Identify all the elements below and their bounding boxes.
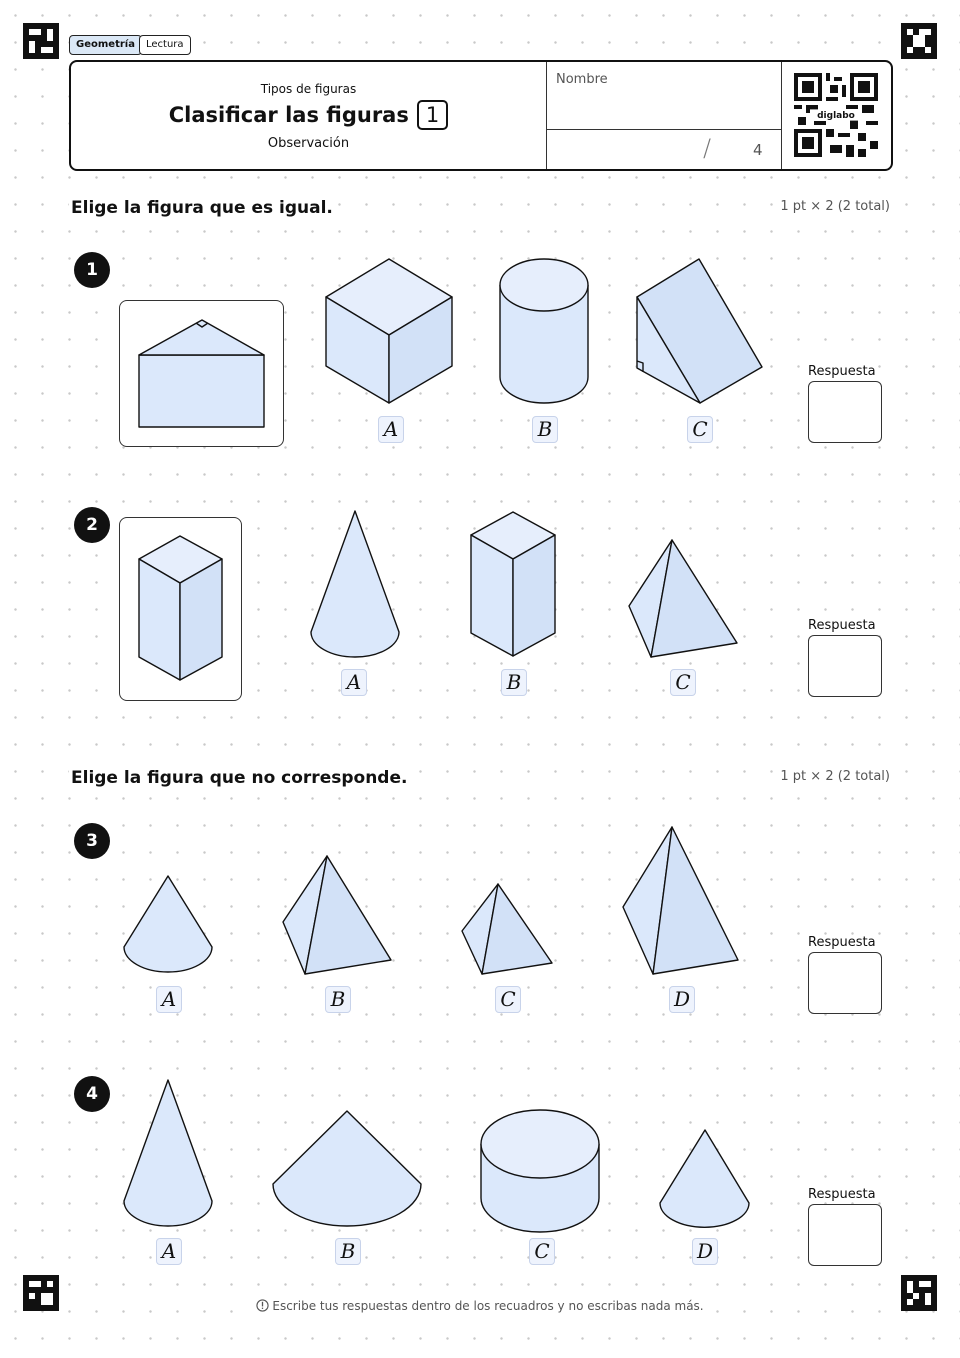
- question-1-answer-box[interactable]: [808, 381, 882, 443]
- question-2-number: 2: [74, 507, 110, 543]
- question-1-option-a-label[interactable]: A: [378, 416, 404, 443]
- question-3-number: 3: [74, 823, 110, 859]
- title-number: 1: [416, 100, 449, 130]
- corner-marker-top-right: [901, 23, 937, 59]
- question-1-option-b-label[interactable]: B: [532, 416, 558, 443]
- worksheet-header: Tipos de figuras Clasificar las figuras 1…: [69, 60, 893, 171]
- qr-label: diglabo: [817, 111, 855, 121]
- topic-label: Tipos de figuras: [260, 82, 357, 96]
- corner-marker-bottom-right: [901, 1275, 937, 1311]
- question-3-option-a-label[interactable]: A: [156, 986, 182, 1013]
- question-2-answer-label: Respuesta: [808, 618, 876, 633]
- corner-marker-bottom-left: [23, 1275, 59, 1311]
- score-total: 4: [753, 141, 763, 159]
- question-4-answer-label: Respuesta: [808, 1187, 876, 1202]
- title-panel: Tipos de figuras Clasificar las figuras 1…: [71, 62, 547, 169]
- question-2-option-a-label[interactable]: A: [341, 669, 367, 696]
- corner-marker-top-left: [23, 23, 59, 59]
- question-2-option-b-label[interactable]: B: [501, 669, 527, 696]
- qr-code-icon: [794, 73, 878, 157]
- question-3-option-b-label[interactable]: B: [325, 986, 351, 1013]
- title-text: Clasificar las figuras: [168, 103, 409, 127]
- info-icon: [256, 1299, 270, 1312]
- score-slash: /: [703, 134, 712, 162]
- question-4-number: 4: [74, 1076, 110, 1112]
- section-1-points: 1 pt × 2 (2 total): [778, 199, 892, 214]
- name-divider: [547, 129, 781, 130]
- subtitle-label: Observación: [267, 136, 350, 151]
- question-1-option-c-label[interactable]: C: [687, 416, 713, 443]
- section-1-title: Elige la figura que es igual.: [69, 198, 335, 218]
- tag-reading: Lectura: [139, 35, 191, 55]
- question-3-answer-box[interactable]: [808, 952, 882, 1014]
- question-4-option-a-label[interactable]: A: [156, 1238, 182, 1265]
- question-2-answer-box[interactable]: [808, 635, 882, 697]
- page-title: Clasificar las figuras 1: [71, 100, 546, 130]
- name-score-panel: Nombre / 4: [547, 62, 782, 169]
- question-4-option-b-label[interactable]: B: [335, 1238, 361, 1265]
- name-label: Nombre: [556, 72, 608, 87]
- question-1-answer-label: Respuesta: [808, 364, 876, 379]
- qr-panel: diglabo: [782, 62, 891, 169]
- question-3-option-d-label[interactable]: D: [669, 986, 695, 1013]
- question-4-option-c-label[interactable]: C: [529, 1238, 555, 1265]
- question-3-answer-label: Respuesta: [808, 935, 876, 950]
- question-1-number: 1: [74, 252, 110, 288]
- section-2-points: 1 pt × 2 (2 total): [778, 769, 892, 784]
- question-2-option-c-label[interactable]: C: [670, 669, 696, 696]
- question-4-option-d-label[interactable]: D: [692, 1238, 718, 1265]
- question-3-option-c-label[interactable]: C: [495, 986, 521, 1013]
- question-4-answer-box[interactable]: [808, 1204, 882, 1266]
- section-2-title: Elige la figura que no corresponde.: [69, 768, 410, 788]
- footer-text: Escribe tus respuestas dentro de los rec…: [272, 1299, 704, 1313]
- footer-note: Escribe tus respuestas dentro de los rec…: [0, 1299, 960, 1313]
